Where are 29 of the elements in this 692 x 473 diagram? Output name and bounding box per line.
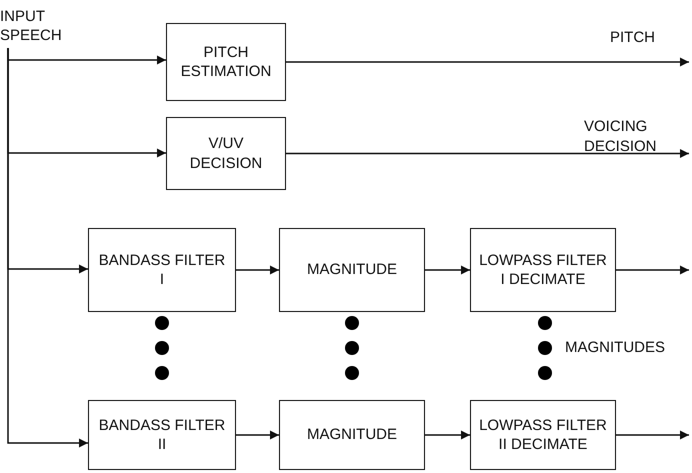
box-label: MAGNITUDE (307, 425, 397, 445)
arrow (236, 430, 279, 440)
process-box (470, 228, 616, 312)
box-label: LOWPASS FILTER I DECIMATE (478, 250, 608, 290)
output-label: VOICING DECISION (584, 117, 658, 156)
process-box (88, 228, 236, 312)
process-box (470, 400, 616, 470)
arrow (425, 266, 470, 274)
box-label: BANDASS FILTER I (98, 250, 226, 290)
process-box (279, 400, 425, 470)
box-label: PITCH ESTIMATION (180, 42, 272, 82)
arrow (616, 430, 689, 440)
arrow (616, 266, 689, 274)
box-label: LOWPASS FILTER II DECIMATE (478, 416, 608, 454)
process-box (166, 117, 286, 190)
box-label: BANDASS FILTER II (98, 416, 226, 454)
process-box (279, 228, 425, 312)
arrow (425, 430, 470, 440)
input-label: INPUT SPEECH (0, 6, 63, 46)
process-box (166, 23, 286, 101)
arrow (286, 149, 689, 158)
arrow (7, 48, 88, 448)
process-box (88, 400, 236, 470)
box-label: MAGNITUDE (307, 260, 397, 280)
output-label: PITCH (610, 28, 655, 48)
box-label: V/UV DECISION (188, 134, 264, 173)
arrow (286, 58, 689, 66)
output-label: MAGNITUDES (565, 338, 666, 358)
arrow (236, 266, 279, 274)
